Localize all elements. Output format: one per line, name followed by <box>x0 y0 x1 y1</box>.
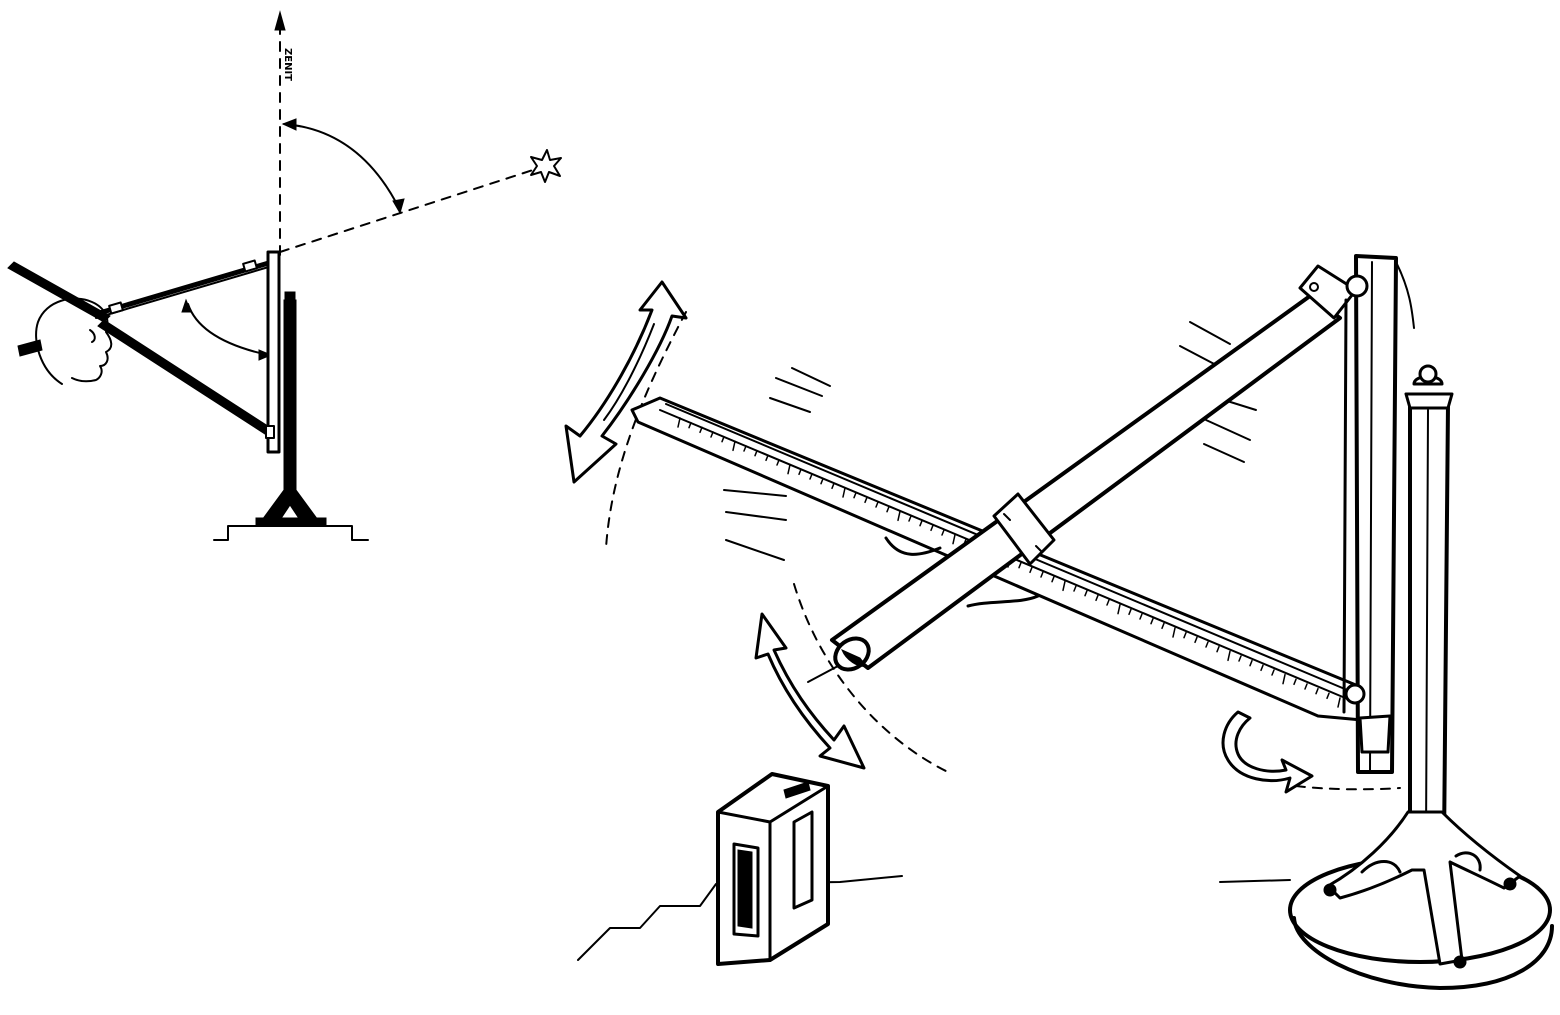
rule-tick <box>1238 655 1242 662</box>
rule-tick <box>1029 566 1033 574</box>
instrument-angle-arc <box>181 298 273 361</box>
schematic-diagram: ZENIT <box>7 10 562 541</box>
rule-tick <box>809 473 813 480</box>
rule-tick <box>1062 580 1066 592</box>
rule-tick <box>1051 575 1055 583</box>
rule-tick <box>1205 641 1209 648</box>
rule-tick <box>1260 664 1264 672</box>
rule-tick <box>1150 617 1154 625</box>
sighting-rod-left <box>7 261 111 357</box>
rule-tick <box>1194 636 1198 644</box>
rule-tick <box>1183 631 1187 639</box>
rule-tick <box>831 482 835 490</box>
rule-tick <box>886 505 890 513</box>
triquetrum-perspective <box>564 254 1554 990</box>
rule-tick <box>1293 678 1297 686</box>
rule-tick <box>820 477 824 485</box>
rule-tick <box>941 529 945 536</box>
rule-tick <box>897 510 901 522</box>
rule-tick <box>952 533 956 545</box>
upper-arm <box>93 259 275 319</box>
rule-tick <box>754 449 758 457</box>
post-base <box>213 489 369 541</box>
rule-tick <box>1128 608 1132 616</box>
sighting-arm <box>830 264 1358 672</box>
rule-tick <box>1139 613 1143 620</box>
zenith-label: ZENIT <box>282 48 293 81</box>
rule-tick <box>743 445 747 452</box>
swing-arc-upper <box>605 311 687 549</box>
rule-tick <box>1106 599 1110 606</box>
tripod-base <box>1288 810 1554 990</box>
rule-tick <box>853 491 857 499</box>
rule-tick <box>765 454 769 462</box>
support-pillar <box>1404 364 1454 848</box>
lower-arm <box>97 319 275 437</box>
rule-tick <box>1304 683 1308 690</box>
rule-tick <box>721 435 725 443</box>
rule-tick <box>710 431 714 438</box>
rotation-arrow-upper-icon <box>564 280 688 484</box>
rule-tick <box>1282 673 1286 685</box>
rule-tick <box>908 515 912 522</box>
rule-tick <box>1249 659 1253 667</box>
rule-tick <box>688 421 692 429</box>
motion-lines <box>723 321 1257 561</box>
rule-tick <box>930 524 934 532</box>
rule-ticks <box>677 417 1341 708</box>
rule-tick <box>677 417 681 428</box>
block-stand <box>716 772 830 966</box>
rule-tick <box>875 501 879 508</box>
rule-tick <box>919 519 923 527</box>
rule-tick <box>842 487 846 498</box>
rule-tick <box>1018 561 1022 569</box>
rule-tick <box>1326 692 1330 700</box>
vertical-post <box>265 250 297 501</box>
rule-tick <box>798 468 802 476</box>
rule-tick <box>1073 585 1077 592</box>
rule-tick <box>1271 669 1275 676</box>
rule-tick <box>699 426 703 434</box>
rule-tick <box>1172 627 1176 638</box>
rule-tick <box>776 459 780 466</box>
rule-tick <box>1040 571 1044 578</box>
rule-tick <box>732 440 736 452</box>
rule-tick <box>1315 687 1319 695</box>
rule-tick <box>787 463 791 475</box>
rule-tick <box>1095 594 1099 602</box>
main-post <box>1342 254 1415 774</box>
rule-tick <box>1227 650 1231 662</box>
post-rotation-arrow-icon <box>1221 710 1401 794</box>
rule-tick <box>1084 589 1088 597</box>
sliding-clamp <box>884 492 1056 608</box>
rule-tick <box>1216 645 1220 653</box>
rule-tick <box>1117 603 1121 615</box>
line-of-sight <box>279 169 534 253</box>
star-icon <box>530 149 562 183</box>
zenith-axis: ZENIT <box>274 10 293 256</box>
swing-arc-lower <box>793 583 953 775</box>
rule-tick <box>1161 622 1165 630</box>
rule-tick <box>864 496 868 504</box>
rotation-arrow-lower-icon <box>754 612 866 770</box>
rule-tick <box>1337 697 1341 708</box>
observer-head <box>35 297 113 385</box>
zenith-angle-arc <box>281 118 405 215</box>
ground-platform <box>577 875 1291 961</box>
